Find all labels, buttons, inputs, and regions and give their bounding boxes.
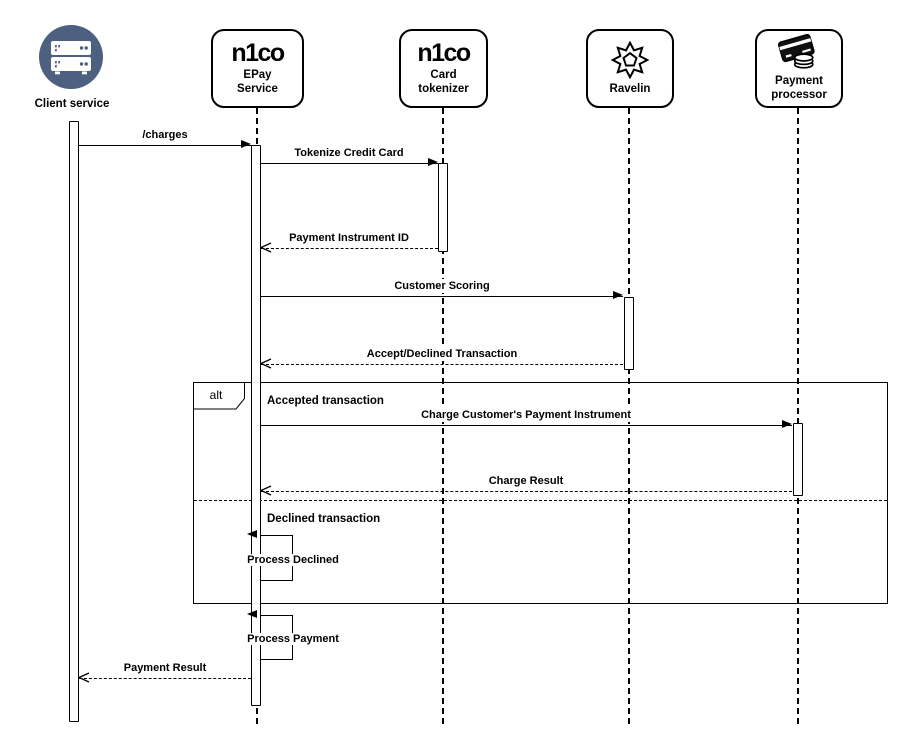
arrowhead-icon <box>428 158 438 166</box>
arrowhead-icon <box>613 291 623 299</box>
alt-operator-label: alt <box>209 388 223 402</box>
alt-frame-tab <box>193 382 245 410</box>
n1co-logo: n1co <box>231 38 285 67</box>
participant-epay-service: n1co EPay Service <box>211 29 304 108</box>
message-label-charge-instrument: Charge Customer's Payment Instrument <box>418 408 634 422</box>
arrowhead-icon <box>247 530 257 538</box>
open-arrowhead-icon <box>260 358 272 369</box>
message-label-charges: /charges <box>139 128 191 142</box>
participant-tokenizer-label: Card tokenizer <box>418 68 469 95</box>
message-label-process-declined: Process Declined <box>245 554 341 566</box>
payment-card-coins-icon <box>778 34 815 69</box>
participant-processor-label: Payment processor <box>771 75 827 101</box>
alt-frame: alt <box>193 382 888 604</box>
message-label-process-payment: Process Payment <box>245 633 341 645</box>
participant-card-tokenizer: n1co Card tokenizer <box>399 29 488 108</box>
arrowhead-icon <box>247 610 257 618</box>
activation-payment-processor <box>793 423 803 496</box>
lifeline-payment-processor <box>797 108 799 724</box>
arrowhead-icon <box>782 420 792 428</box>
arrowhead-icon <box>241 140 251 148</box>
branch-accepted-label: Accepted transaction <box>267 395 384 407</box>
ravelin-star-icon <box>610 40 650 80</box>
message-line-tokenize <box>261 163 438 164</box>
message-label-tokenize: Tokenize Credit Card <box>291 146 407 160</box>
activation-client <box>69 121 79 722</box>
message-label-customer-scoring: Customer Scoring <box>391 279 493 293</box>
activation-epay <box>251 145 261 706</box>
message-line-charge-instrument <box>261 425 792 426</box>
message-line-payment-instrument-id <box>261 248 438 249</box>
message-line-accept-declined <box>261 364 623 365</box>
client-service-avatar <box>39 25 103 89</box>
participant-ravelin-label: Ravelin <box>609 83 651 96</box>
message-line-customer-scoring <box>261 296 623 297</box>
message-label-payment-instrument-id: Payment Instrument ID <box>286 231 412 245</box>
participant-ravelin: Ravelin <box>586 29 674 108</box>
participant-client-label: Client service <box>34 98 110 110</box>
message-line-charge-result <box>261 491 792 492</box>
server-icon <box>51 41 91 75</box>
n1co-logo: n1co <box>417 38 471 67</box>
message-label-charge-result: Charge Result <box>485 474 567 488</box>
message-label-accept-declined: Accept/Declined Transaction <box>363 347 521 361</box>
open-arrowhead-icon <box>78 672 90 683</box>
alt-frame-divider <box>194 500 887 501</box>
message-label-payment-result: Payment Result <box>120 661 210 675</box>
open-arrowhead-icon <box>260 485 272 496</box>
participant-payment-processor: Payment processor <box>755 29 843 108</box>
message-line-payment-result <box>79 678 251 679</box>
message-line-charges <box>79 145 251 146</box>
open-arrowhead-icon <box>260 242 272 253</box>
activation-ravelin <box>624 297 634 370</box>
participant-epay-label: EPay Service <box>237 68 278 95</box>
branch-declined-label: Declined transaction <box>267 513 381 525</box>
activation-card-tokenizer <box>438 163 448 252</box>
